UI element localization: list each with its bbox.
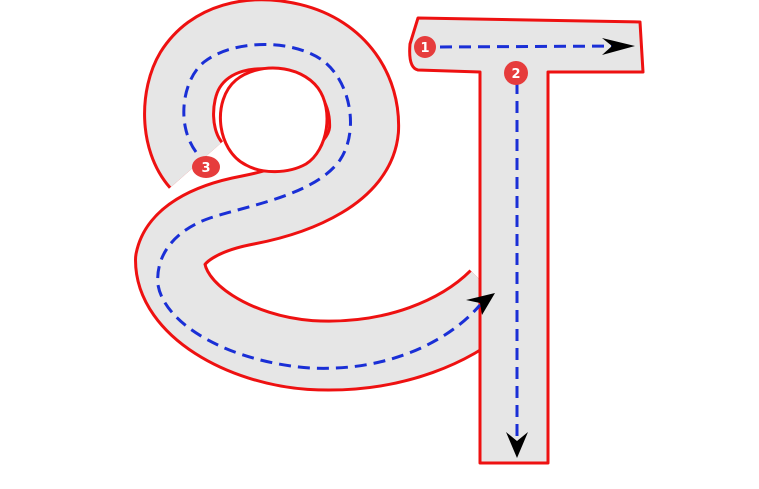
step-badge-3-circle bbox=[192, 156, 220, 178]
tracing-guides bbox=[156, 43, 621, 440]
loop-hole-shape bbox=[218, 66, 329, 174]
step-badge-1-label: 1 bbox=[420, 41, 429, 56]
step-badge-1: 1 bbox=[414, 36, 436, 58]
step-badge-2-label: 2 bbox=[511, 67, 520, 82]
guide-path-3 bbox=[156, 43, 482, 370]
step-badge-3: 3 bbox=[192, 156, 220, 178]
step-badges: 1 2 3 bbox=[192, 36, 528, 178]
letter-loop-hole bbox=[218, 66, 329, 174]
arrow-head-upright-icon bbox=[466, 293, 495, 315]
direction-arrows bbox=[466, 38, 635, 458]
letter-bowl-fill bbox=[137, 1, 519, 389]
letter-bowl-shape bbox=[134, 0, 521, 392]
letter-bar-stem-outline bbox=[408, 16, 645, 465]
step-badge-2: 2 bbox=[504, 61, 528, 85]
arrow-head-down-icon bbox=[506, 432, 528, 458]
step-badge-1-circle bbox=[414, 36, 436, 58]
arrow-head-right-icon bbox=[602, 38, 635, 55]
step-badge-2-circle bbox=[504, 61, 528, 85]
letter-bar-and-stem bbox=[408, 16, 645, 465]
step-badge-3-label: 3 bbox=[201, 161, 210, 176]
guide-path-1 bbox=[439, 44, 621, 49]
